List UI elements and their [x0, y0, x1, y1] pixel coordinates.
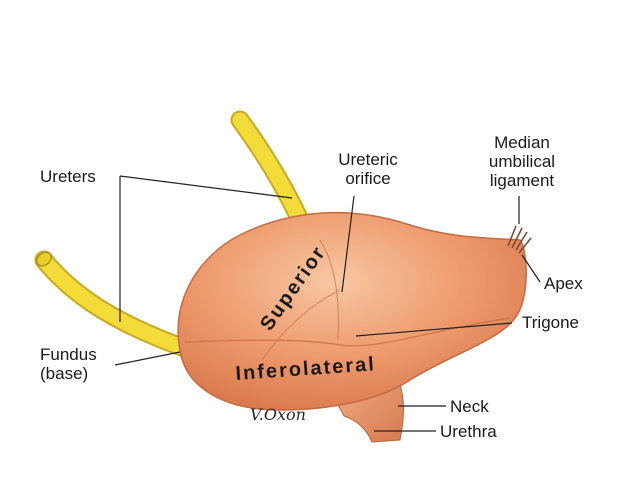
ureteric-orifice-line-2: orifice [345, 169, 391, 188]
fundus-label: Fundus (base) [40, 345, 97, 383]
mul-line-2: umbilical [488, 152, 556, 171]
trigone-label: Trigone [522, 313, 580, 332]
mul-line-1: Median [494, 133, 550, 152]
median-umbilical-ligament-label: Median umbilical ligament [466, 133, 578, 190]
ureteric-orifice-line-1: Ureteric [338, 150, 398, 169]
median-umbilical-ligament [507, 225, 532, 254]
fundus-line-1: Fundus [40, 345, 97, 364]
ureters-label: Ureters [40, 167, 96, 186]
mul-line-3: ligament [489, 171, 555, 190]
ureteric-orifice-label: Ureteric orifice [322, 150, 414, 188]
urethra-label: Urethra [440, 422, 497, 441]
apex-label: Apex [544, 274, 583, 293]
neck-label: Neck [450, 397, 489, 416]
leader-lines [114, 175, 541, 432]
fundus-line-2: (base) [40, 364, 89, 383]
bladder-body [177, 211, 527, 411]
artist-signature: V.Oxon [250, 405, 306, 424]
